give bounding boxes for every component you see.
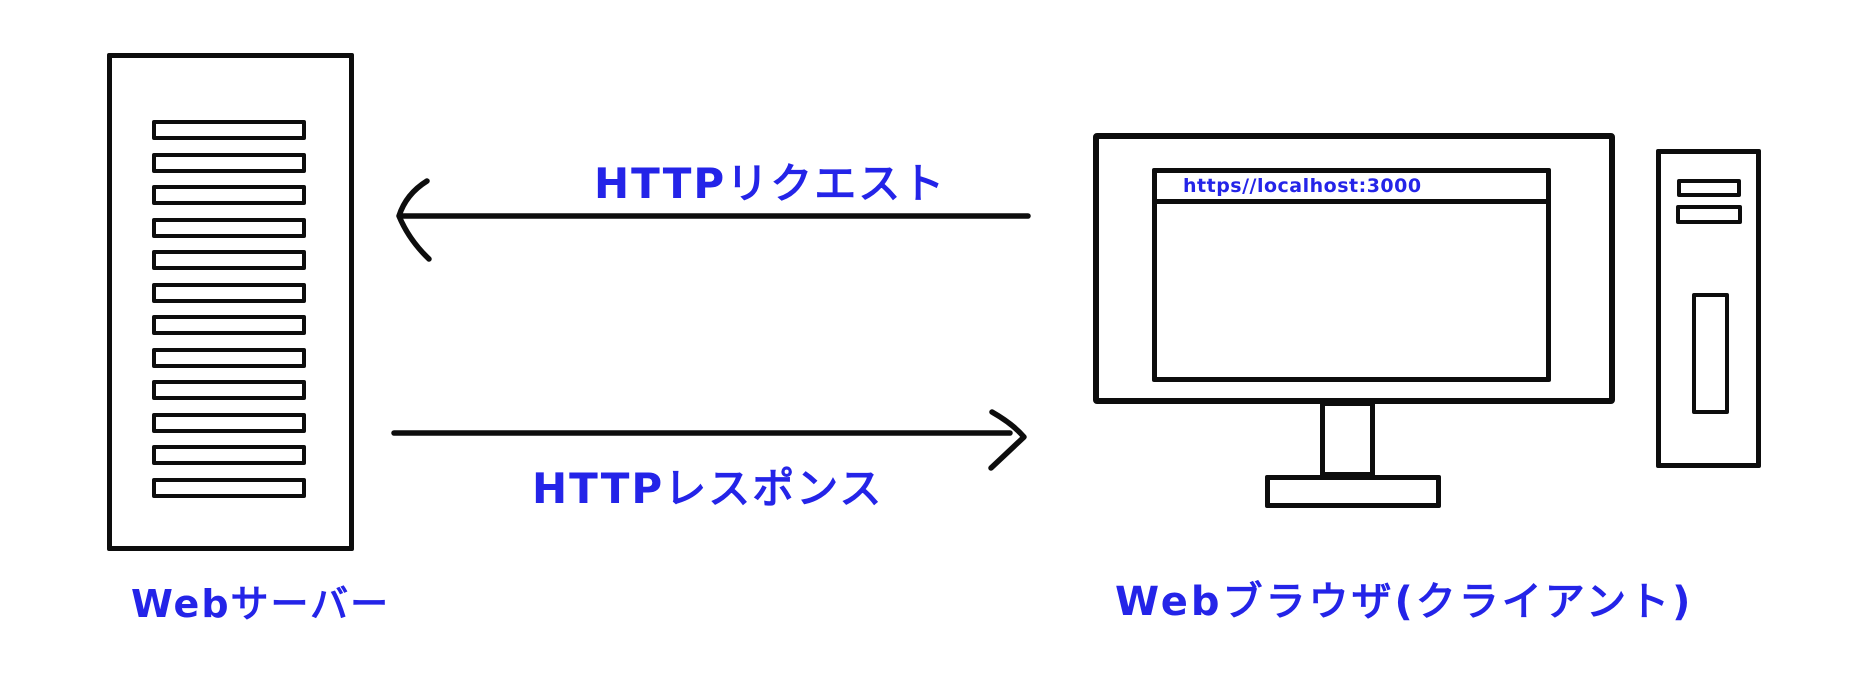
browser-address-bar: https//localhost:3000 (1157, 173, 1546, 204)
tower-drive-slot (1677, 179, 1741, 197)
browser-viewport (1157, 204, 1546, 377)
server-slat (152, 217, 306, 238)
web-server-label: Webサーバー (131, 582, 391, 626)
monitor-stand-neck (1320, 401, 1375, 477)
tower-pc-illustration (1656, 149, 1761, 468)
server-slat (152, 445, 306, 465)
monitor-stand-base (1265, 475, 1441, 508)
server-slat (152, 380, 306, 400)
server-slat (152, 250, 306, 270)
server-slat (152, 477, 306, 498)
server-slat (152, 152, 306, 173)
server-slat (152, 315, 306, 335)
http-request-label: HTTPリクエスト (594, 159, 947, 208)
web-browser-client-label: Webブラウザ(クライアント) (1115, 579, 1694, 625)
server-slat (152, 185, 306, 205)
server-slat (152, 120, 306, 140)
tower-drive-slot (1676, 205, 1742, 224)
request-arrowhead-left-icon (396, 178, 432, 262)
server-slat (152, 347, 306, 368)
http-response-label: HTTPレスポンス (532, 464, 884, 513)
browser-window: https//localhost:3000 (1152, 168, 1551, 382)
browser-url-text: https//localhost:3000 (1183, 175, 1422, 197)
monitor-illustration: https//localhost:3000 (1093, 133, 1615, 404)
server-slat (152, 282, 306, 303)
server-slat (152, 412, 306, 433)
tower-vent-slot (1692, 293, 1729, 414)
web-server-illustration (107, 53, 354, 551)
response-arrowhead-right-icon (988, 409, 1027, 471)
